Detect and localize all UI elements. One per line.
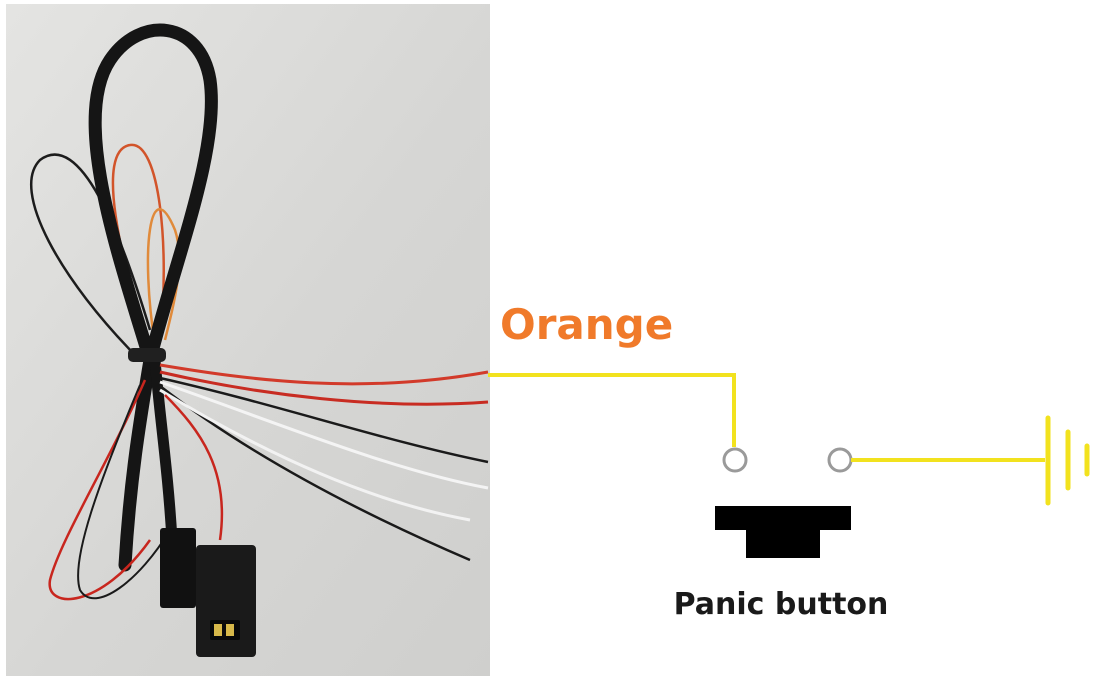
panic-button-icon <box>715 506 851 558</box>
panic-button-label: Panic button <box>674 587 889 622</box>
wire-harness-photo <box>6 4 490 676</box>
ground-icon <box>1045 415 1090 506</box>
wire-label-orange: Orange <box>500 300 673 349</box>
terminal-icon <box>722 447 748 473</box>
terminal-icon <box>827 447 853 473</box>
orange-wire-line <box>488 373 736 447</box>
